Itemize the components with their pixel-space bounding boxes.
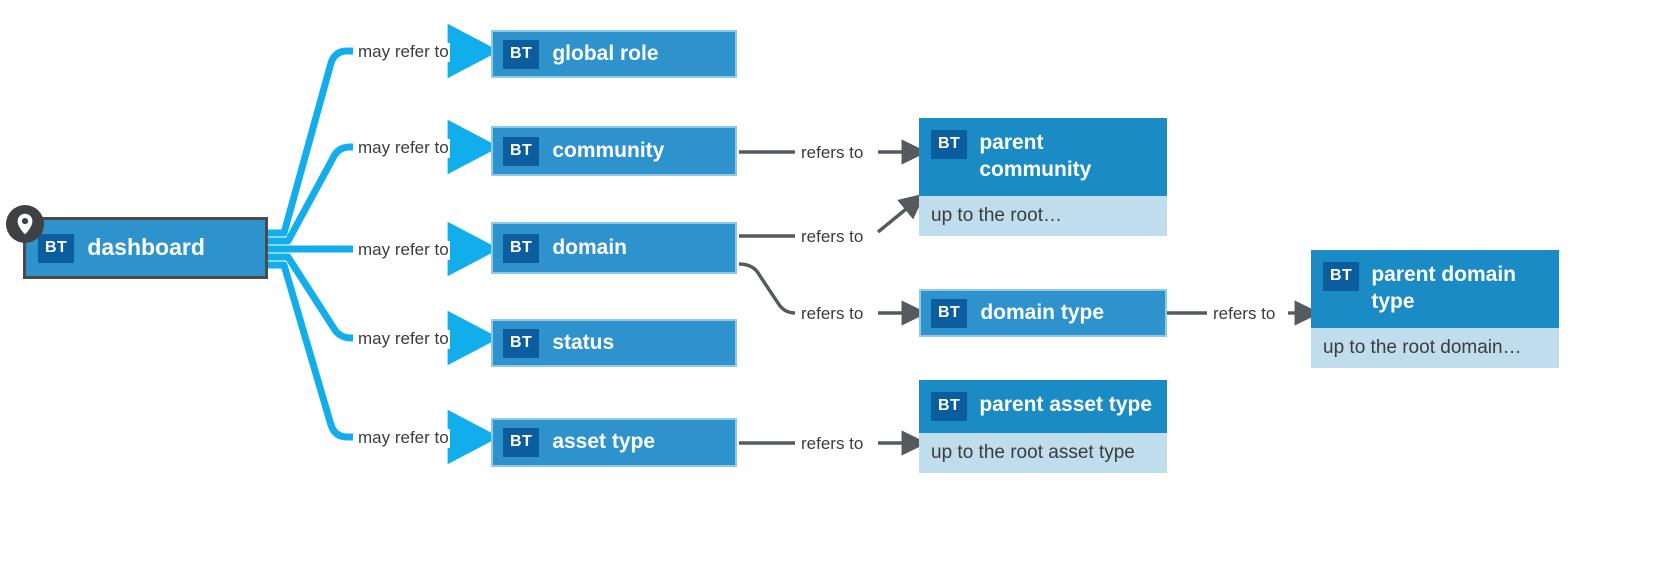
bt-badge: BT	[931, 298, 968, 328]
node-label: domain type	[980, 300, 1105, 324]
bt-badge: BT	[38, 233, 75, 263]
edge-label-refers-to: refers to	[800, 227, 865, 247]
bt-badge: BT	[1323, 262, 1360, 291]
edge-dashboard-asset-type-line	[268, 261, 353, 441]
node-domain-type[interactable]: BT domain type	[919, 289, 1167, 337]
node-label: global role	[552, 41, 659, 65]
node-asset-type[interactable]: BT asset type	[491, 418, 737, 467]
node-dashboard[interactable]: BT dashboard	[23, 217, 268, 279]
bt-badge: BT	[931, 392, 968, 421]
edge-label-may-refer-to: may refer to	[357, 240, 450, 260]
bt-badge: BT	[931, 130, 968, 159]
node-parent-domain-type[interactable]: BT parent domain type up to the root dom…	[1311, 250, 1559, 368]
edge-dashboard-global-role-line	[268, 47, 353, 237]
node-body-text: up to the root asset type	[919, 433, 1167, 473]
edge-label-may-refer-to: may refer to	[357, 329, 450, 349]
node-label: parent community	[979, 131, 1092, 181]
bt-badge: BT	[503, 39, 540, 69]
edge-label-may-refer-to: may refer to	[357, 138, 450, 158]
node-header: BT parent asset type	[919, 380, 1167, 433]
edge-dashboard-community-line	[268, 143, 354, 245]
bt-badge: BT	[503, 328, 540, 358]
node-parent-asset-type[interactable]: BT parent asset type up to the root asse…	[919, 380, 1167, 473]
edge-domain-domain-type	[738, 262, 796, 315]
node-community[interactable]: BT community	[491, 126, 737, 176]
edge-dashboard-status-line	[268, 253, 355, 342]
edge-label-may-refer-to: may refer to	[357, 42, 450, 62]
node-body-text: up to the root domain…	[1311, 327, 1559, 368]
node-global-role[interactable]: BT global role	[491, 30, 737, 78]
node-domain[interactable]: BT domain	[491, 222, 737, 274]
node-label: dashboard	[87, 234, 205, 261]
node-label: asset type	[552, 430, 656, 454]
node-label: parent asset type	[979, 393, 1153, 416]
edge-label-refers-to: refers to	[800, 143, 865, 163]
node-label: status	[552, 330, 615, 354]
node-header: BT parent community	[919, 118, 1167, 196]
bt-badge: BT	[503, 233, 540, 263]
edge-label-refers-to: refers to	[1212, 304, 1277, 324]
node-header: BT parent domain type	[1311, 250, 1559, 328]
bt-badge: BT	[503, 428, 540, 457]
node-status[interactable]: BT status	[491, 319, 737, 367]
node-parent-community[interactable]: BT parent community up to the root…	[919, 118, 1167, 236]
edge-label-refers-to: refers to	[800, 304, 865, 324]
edge-dashboard-global-role	[268, 51, 352, 233]
node-label: domain	[552, 235, 627, 259]
location-pin-icon	[6, 205, 44, 243]
node-label: community	[552, 138, 665, 162]
edge-label-may-refer-to: may refer to	[357, 428, 450, 448]
edge-label-refers-to: refers to	[800, 434, 865, 454]
edge-domain-parent-community-arrow	[876, 193, 926, 234]
bt-badge: BT	[503, 136, 540, 166]
node-body-text: up to the root…	[919, 195, 1167, 236]
node-label: parent domain type	[1371, 263, 1517, 313]
